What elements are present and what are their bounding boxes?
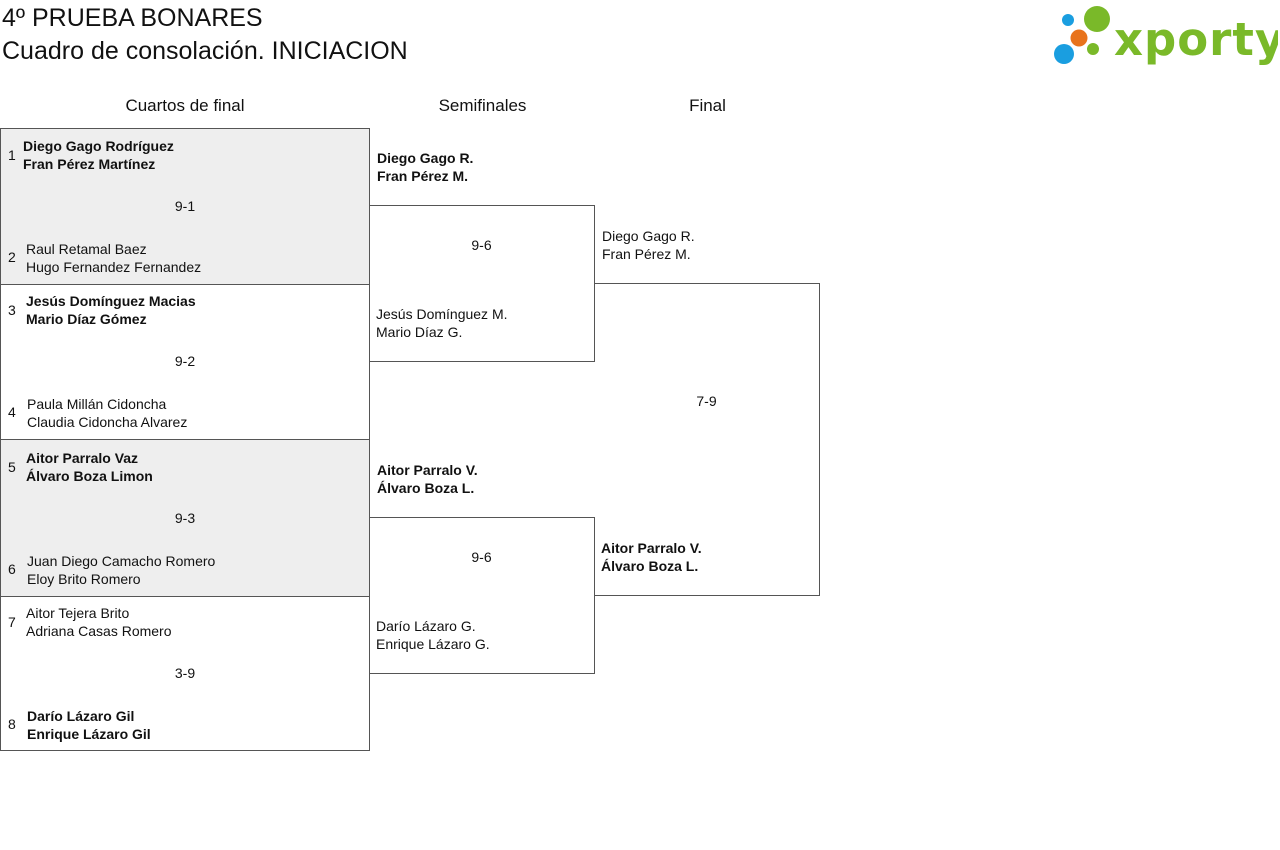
player-name: Claudia Cidoncha Alvarez (27, 414, 188, 430)
player-name: Jesús Domínguez Macias (26, 293, 196, 309)
player-name: Fran Pérez M. (602, 246, 691, 262)
player-name: Álvaro Boza L. (377, 480, 475, 496)
player-name: Aitor Parralo Vaz (26, 450, 139, 466)
team-pair-winner[interactable]: Aitor Parralo V. Álvaro Boza L. (601, 539, 702, 575)
round-label-quarterfinals: Cuartos de final (125, 96, 245, 115)
player-name: Jesús Domínguez M. (376, 306, 508, 322)
match-score: 9-2 (174, 353, 196, 369)
player-name: Álvaro Boza Limon (26, 468, 153, 484)
player-name: Hugo Fernandez Fernandez (26, 259, 202, 275)
seed-number: 6 (8, 561, 16, 577)
match-score: 3-9 (174, 665, 196, 681)
final-match: 7-9 Aitor Parralo V. Álvaro Boza L. (594, 283, 820, 596)
player-name: Darío Lázaro Gil (27, 708, 135, 724)
player-name: Aitor Tejera Brito (26, 605, 130, 621)
match-score: 9-1 (174, 198, 196, 214)
team-pair-winner[interactable]: Darío Lázaro Gil Enrique Lázaro Gil (27, 707, 151, 743)
match-score: 7-9 (696, 393, 717, 409)
match-score: 9-6 (471, 549, 492, 565)
page-title: 4º PRUEBA BONARES (2, 4, 263, 32)
player-name: Diego Gago R. (602, 228, 695, 244)
team-pair[interactable]: Diego Gago R. Fran Pérez M. (602, 227, 695, 263)
player-name: Diego Gago R. (377, 150, 474, 166)
seed-number: 1 (8, 147, 16, 163)
team-pair-winner[interactable]: Diego Gago R. Fran Pérez M. (377, 149, 473, 185)
team-pair-winner[interactable]: Diego Gago Rodríguez Fran Pérez Martínez (23, 137, 174, 173)
round-label-final: Final (689, 96, 726, 115)
seed-number: 7 (8, 614, 16, 630)
quarterfinal-match: 1 Diego Gago Rodríguez Fran Pérez Martín… (0, 128, 370, 285)
round-label-semifinals: Semifinales (438, 96, 527, 115)
player-name: Aitor Parralo V. (601, 540, 702, 556)
player-name: Darío Lázaro G. (376, 618, 476, 634)
seed-number: 5 (8, 459, 16, 475)
team-pair[interactable]: Paula Millán Cidoncha Claudia Cidoncha A… (27, 395, 187, 431)
svg-text:xporty: xporty (1114, 13, 1278, 66)
quarterfinal-match: 3 Jesús Domínguez Macias Mario Díaz Góme… (0, 283, 370, 440)
seed-number: 8 (8, 716, 16, 732)
quarterfinal-match: 7 Aitor Tejera Brito Adriana Casas Romer… (0, 595, 370, 751)
match-score: 9-3 (174, 510, 196, 526)
seed-number: 2 (8, 249, 16, 265)
team-pair-winner[interactable]: Jesús Domínguez Macias Mario Díaz Gómez (26, 292, 196, 328)
team-pair[interactable]: Jesús Domínguez M. Mario Díaz G. (376, 305, 508, 341)
player-name: Raul Retamal Baez (26, 241, 147, 257)
team-pair[interactable]: Juan Diego Camacho Romero Eloy Brito Rom… (27, 552, 215, 588)
player-name: Mario Díaz G. (376, 324, 463, 340)
quarterfinal-match: 5 Aitor Parralo Vaz Álvaro Boza Limon 9-… (0, 439, 370, 597)
player-name: Adriana Casas Romero (26, 623, 172, 639)
semifinal-match: 9-6 Darío Lázaro G. Enrique Lázaro G. (369, 517, 595, 674)
match-score: 9-6 (471, 237, 492, 253)
player-name: Enrique Lázaro Gil (27, 726, 151, 742)
seed-number: 3 (8, 302, 16, 318)
team-pair[interactable]: Darío Lázaro G. Enrique Lázaro G. (376, 617, 490, 653)
player-name: Diego Gago Rodríguez (23, 138, 174, 154)
seed-number: 4 (8, 404, 16, 420)
player-name: Mario Díaz Gómez (26, 311, 147, 327)
player-name: Eloy Brito Romero (27, 571, 141, 587)
player-name: Aitor Parralo V. (377, 462, 478, 478)
player-name: Enrique Lázaro G. (376, 636, 490, 652)
player-name: Paula Millán Cidoncha (27, 396, 167, 412)
page-subtitle: Cuadro de consolación. INICIACION (2, 37, 408, 65)
player-name: Fran Pérez Martínez (23, 156, 156, 172)
team-pair-winner[interactable]: Aitor Parralo Vaz Álvaro Boza Limon (26, 449, 153, 485)
xporty-logo: xporty (1054, 6, 1278, 66)
team-pair[interactable]: Aitor Tejera Brito Adriana Casas Romero (26, 604, 172, 640)
player-name: Fran Pérez M. (377, 168, 469, 184)
team-pair-winner[interactable]: Aitor Parralo V. Álvaro Boza L. (377, 461, 478, 497)
team-pair[interactable]: Raul Retamal Baez Hugo Fernandez Fernand… (26, 240, 201, 276)
player-name: Juan Diego Camacho Romero (27, 553, 216, 569)
semifinal-match: 9-6 Jesús Domínguez M. Mario Díaz G. (369, 205, 595, 362)
player-name: Álvaro Boza L. (601, 558, 699, 574)
